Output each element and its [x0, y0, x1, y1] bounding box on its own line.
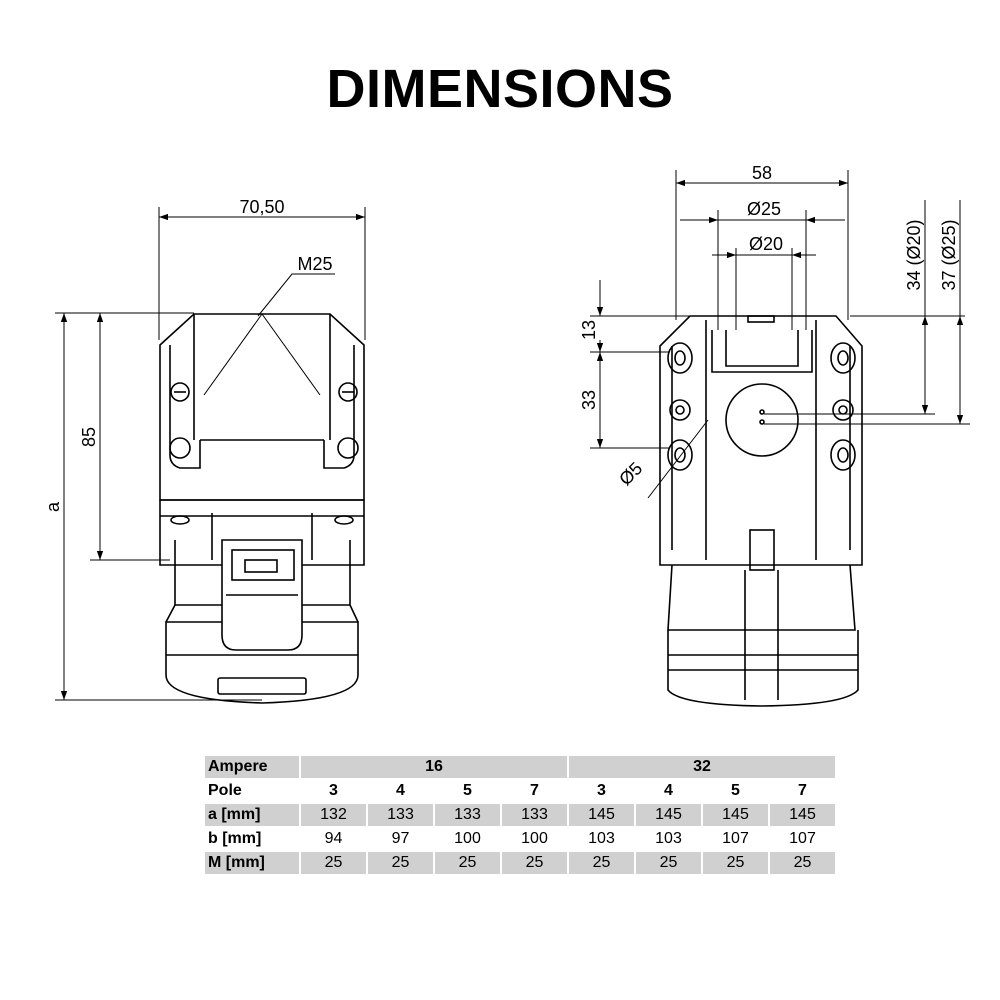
side-view: [159, 313, 365, 704]
table-cell: 3: [597, 782, 606, 799]
dim-bore-inner-label: Ø20: [749, 234, 783, 254]
table-cell: 25: [636, 852, 701, 874]
rear-view-dimensions: [590, 170, 970, 499]
table-cell: 7: [530, 782, 539, 799]
dim-hole-dia-label: Ø5: [615, 458, 646, 489]
table-cell: 133: [368, 804, 433, 826]
table-cell: 107: [789, 830, 816, 847]
rear-view: [659, 315, 863, 707]
ampere-group-16: 16: [301, 756, 567, 778]
table-cell: 94: [324, 830, 343, 847]
table-cell: 133: [435, 804, 500, 826]
dimension-drawing: 70,50 M25 85 a: [43, 163, 970, 707]
table-cell: 25: [368, 852, 433, 874]
table-cell: 145: [703, 804, 768, 826]
dim-height-label: 85: [79, 427, 99, 447]
table-cell: 97: [391, 830, 410, 847]
table-row-ampere: Ampere 16 32: [205, 756, 835, 778]
table-cell: 145: [770, 804, 835, 826]
table-cell: 25: [703, 852, 768, 874]
dim-height-20-label: 34 (Ø20): [904, 219, 924, 290]
table-cell: 5: [463, 782, 472, 799]
table-cell: 25: [435, 852, 500, 874]
table-row-pole: Pole 3 4 5 7 3 4 5 7: [205, 780, 835, 802]
ampere-group-32: 32: [569, 756, 835, 778]
table-cell: 145: [636, 804, 701, 826]
table-cell: 107: [722, 830, 749, 847]
table-row-a: a [mm] 132 133 133 133 145 145 145 145: [205, 804, 835, 826]
row-header: a [mm]: [205, 804, 299, 826]
dim-width-label: 70,50: [239, 197, 284, 217]
dim-thread-label: M25: [297, 254, 332, 274]
row-header: Pole: [208, 782, 242, 799]
dim-height-25-label: 37 (Ø25): [939, 219, 959, 290]
table-cell: 145: [569, 804, 634, 826]
table-cell: 133: [502, 804, 567, 826]
table-row-b: b [mm] 94 97 100 100 103 103 107 107: [205, 828, 835, 850]
table-cell: 100: [521, 830, 548, 847]
table-row-m: M [mm] 25 25 25 25 25 25 25 25: [205, 852, 835, 874]
row-header: Ampere: [205, 756, 299, 778]
table-cell: 103: [655, 830, 682, 847]
dim-rear-width-label: 58: [752, 163, 772, 183]
table-cell: 103: [588, 830, 615, 847]
row-header: M [mm]: [205, 852, 299, 874]
dim-overall-label: a: [43, 501, 63, 512]
table-cell: 4: [664, 782, 673, 799]
table-cell: 25: [301, 852, 366, 874]
dim-bore-outer-label: Ø25: [747, 199, 781, 219]
dimensions-table: Ampere 16 32 Pole 3 4 5 7 3 4 5 7 a [mm]…: [203, 754, 837, 876]
table-cell: 7: [798, 782, 807, 799]
table-cell: 25: [569, 852, 634, 874]
table-cell: 25: [502, 852, 567, 874]
table-cell: 5: [731, 782, 740, 799]
dim-top-offset-label: 13: [579, 320, 599, 340]
table-cell: 100: [454, 830, 481, 847]
table-cell: 25: [770, 852, 835, 874]
side-view-dimensions: [55, 207, 366, 701]
table-cell: 132: [301, 804, 366, 826]
table-cell: 3: [329, 782, 338, 799]
page-title: DIMENSIONS: [326, 59, 674, 119]
table-cell: 4: [396, 782, 405, 799]
dim-hole-spacing-label: 33: [579, 390, 599, 410]
row-header: b [mm]: [208, 830, 262, 847]
